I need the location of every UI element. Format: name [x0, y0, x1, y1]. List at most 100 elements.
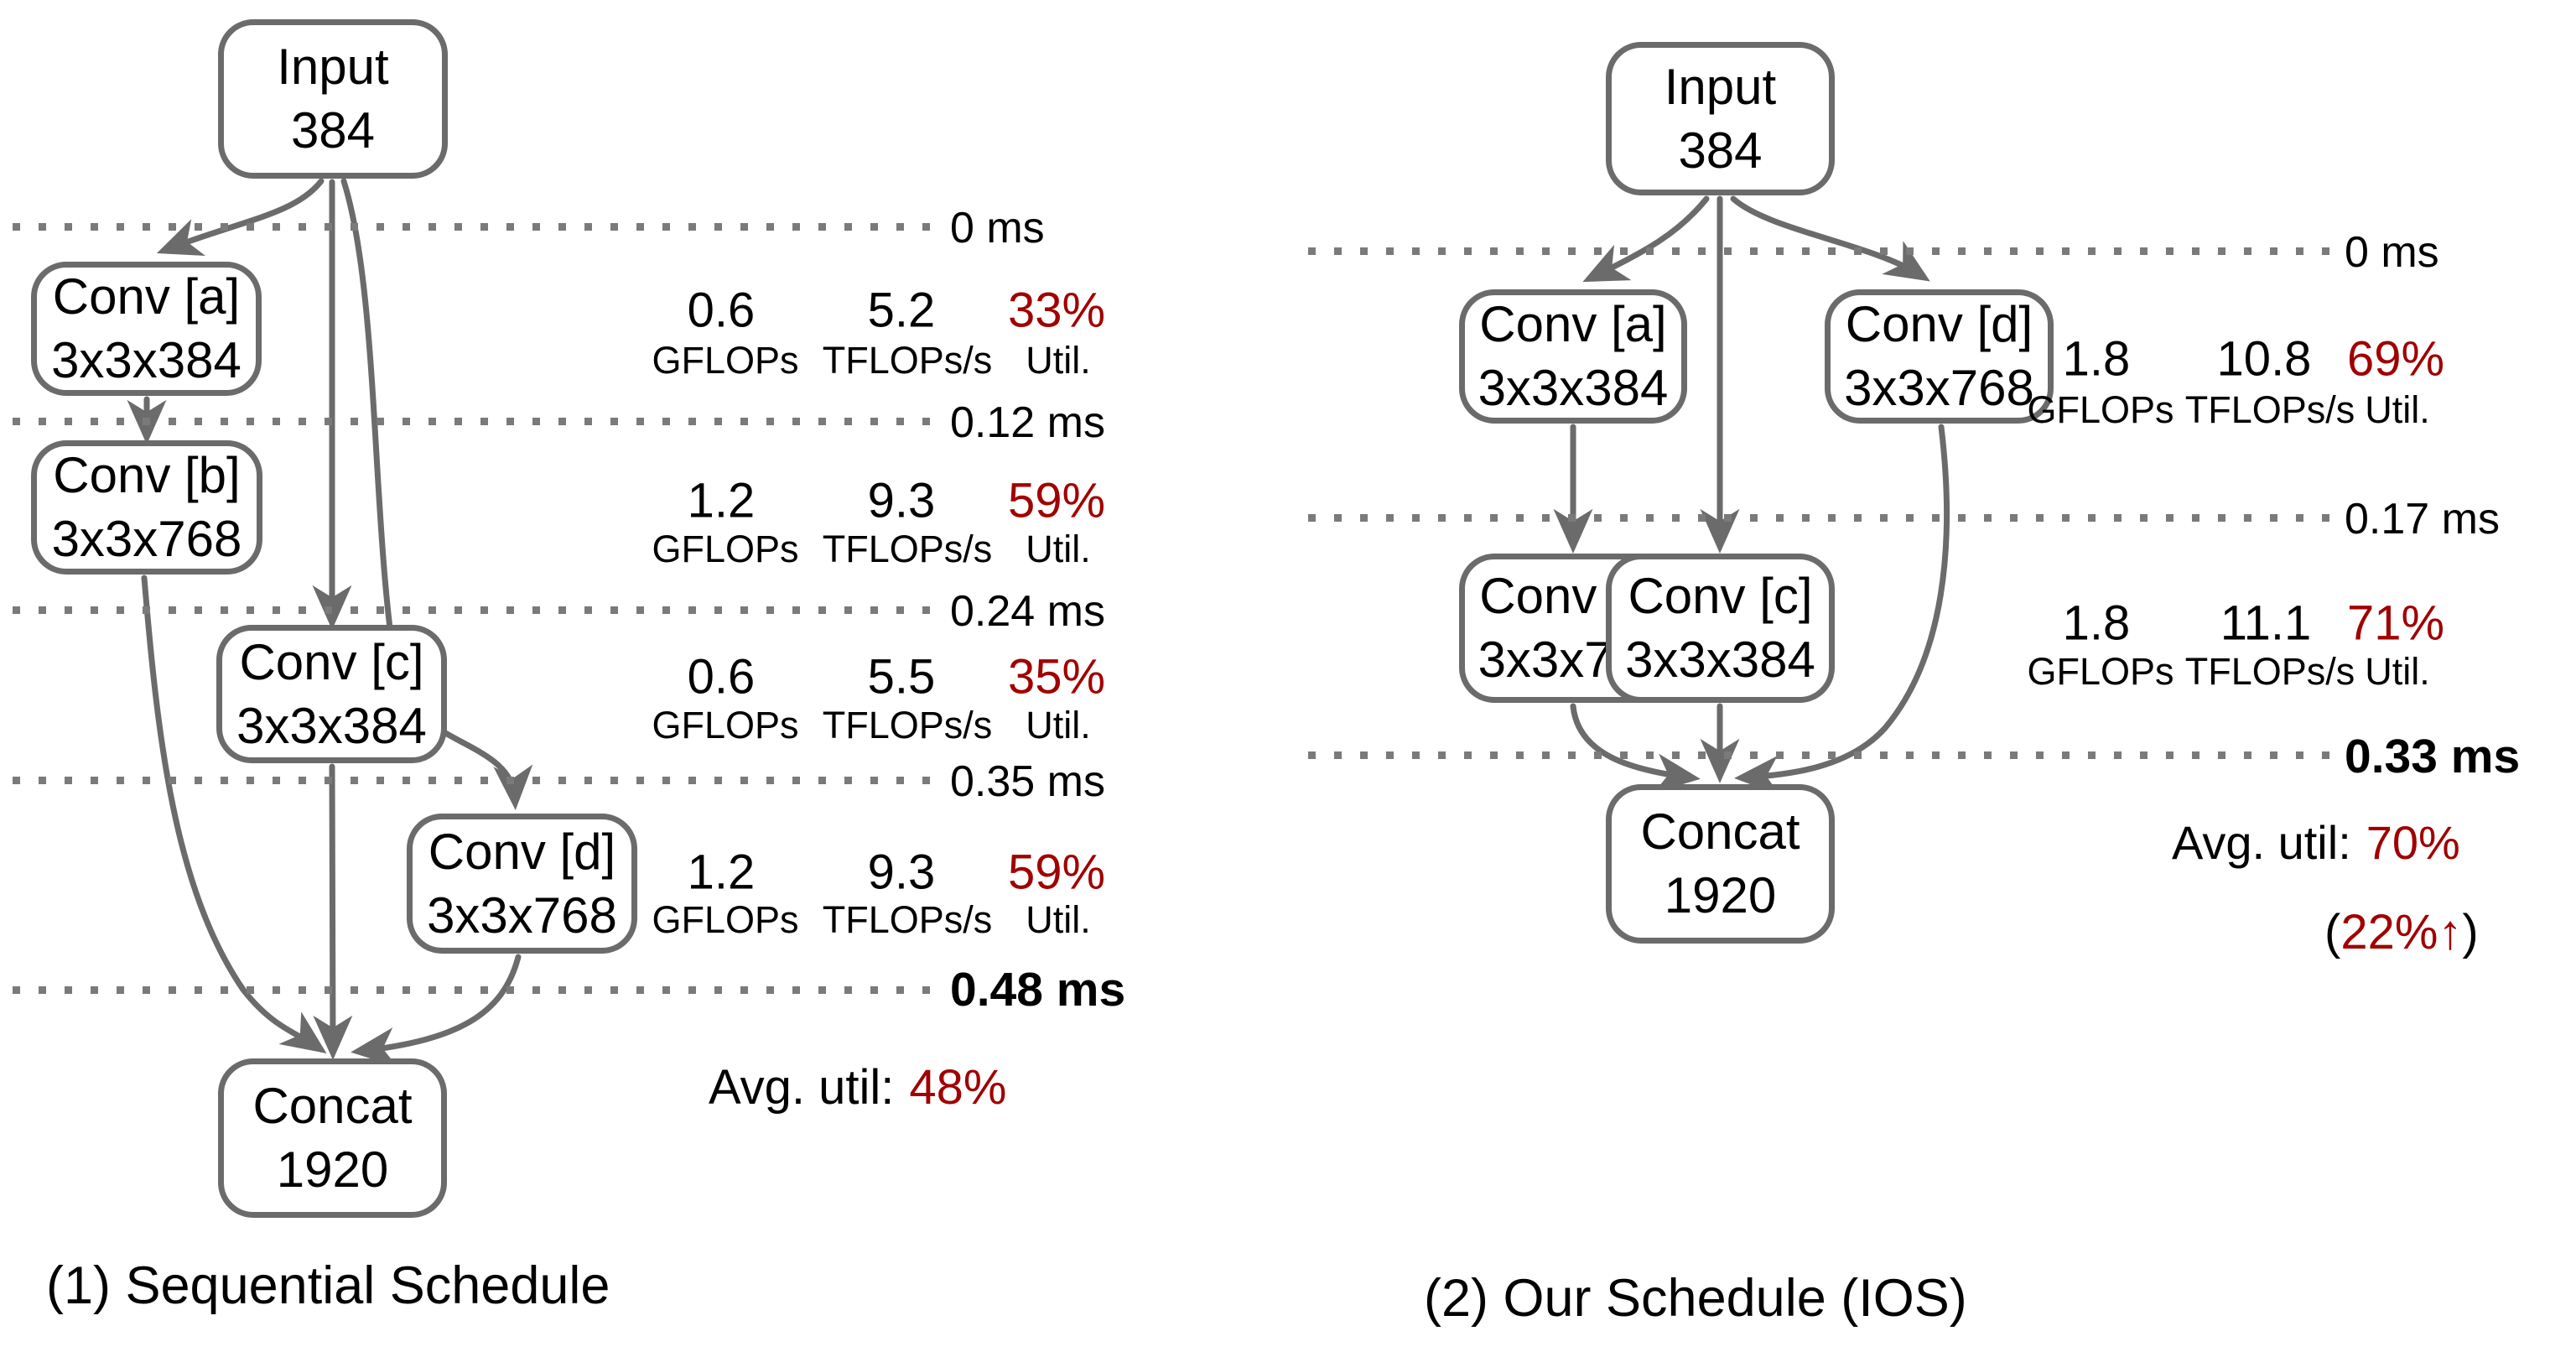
metric-gflops-value: 1.2 [687, 845, 756, 900]
node-title: Conv [c] [239, 633, 424, 690]
node-subtitle: 3x3x384 [1625, 632, 1815, 688]
node-subtitle: 3x3x384 [236, 697, 427, 754]
node-title: Conv [a] [52, 268, 241, 325]
node-title: Concat [1640, 803, 1800, 861]
avg-util-value: 48% [909, 1060, 1007, 1115]
timeline-line-017ms [1308, 514, 2333, 522]
timeline-label-033ms: 0.33 ms [2345, 730, 2521, 783]
edge-conv-c-to-concat [313, 763, 353, 1060]
metric-gflops-label: GFLOPs [652, 898, 799, 941]
edge-conv-b-to-concat [141, 575, 327, 1053]
timeline-line-033ms [1308, 751, 2333, 759]
metric-gflops-label: GFLOPs [652, 339, 799, 382]
metric-tflops-value: 9.3 [867, 845, 936, 900]
edge-conv-b2-to-concat2 [1570, 703, 1701, 793]
avg-util-label: Avg. util: [709, 1060, 895, 1115]
node-input: Input 384 [218, 19, 448, 179]
node-subtitle: 3x3x384 [51, 332, 242, 388]
avg-util-line: Avg. util: 70% [2172, 815, 2460, 870]
metric-tflops-value: 10.8 [2216, 331, 2312, 387]
metric-gflops-label: GFLOPs [652, 704, 799, 746]
metric-util-value: 59% [1007, 845, 1106, 900]
timeline-line-0ms [1308, 247, 2333, 255]
util-improvement: (22%↑) [2324, 904, 2479, 960]
node-subtitle: 384 [1678, 122, 1763, 179]
node-subtitle: 384 [290, 102, 376, 159]
avg-util-value: 70% [2366, 816, 2460, 869]
timeline-label-035ms: 0.35 ms [950, 757, 1105, 806]
node-conv-c: Conv [c] 3x3x384 [216, 625, 447, 763]
metric-util-value: 71% [2346, 595, 2445, 651]
timeline-label-017ms: 0.17 ms [2345, 495, 2500, 543]
edge-input2-to-conv-a2 [1582, 195, 1710, 283]
node-subtitle: 3x3x768 [1844, 360, 2034, 416]
node-conv-b: Conv [b] 3x3x768 [31, 440, 262, 575]
node-title: Conv [d] [1845, 296, 2033, 353]
timeline-label-012ms: 0.12 ms [950, 398, 1105, 447]
metric-tflops-label: TFLOPs/s [822, 898, 993, 941]
metric-tflops-label: TFLOPs/s [2184, 388, 2355, 431]
metric-gflops-value: 0.6 [687, 649, 756, 705]
node-conv-c: Conv [c] 3x3x384 [1606, 554, 1835, 703]
node-subtitle: 3x3x768 [427, 887, 617, 944]
edge-input2-to-conv-d2 [1730, 195, 1930, 282]
node-subtitle: 3x3x768 [51, 511, 242, 567]
metric-gflops-value: 1.8 [2062, 331, 2131, 387]
metric-gflops-value: 1.2 [687, 473, 756, 528]
metric-util-value: 35% [1007, 649, 1106, 705]
node-subtitle: 3x3x384 [1478, 360, 1669, 416]
metric-tflops-value: 5.5 [867, 649, 936, 705]
improvement-open-paren: ( [2324, 905, 2341, 959]
metric-util-value: 69% [2346, 331, 2445, 387]
timeline-label-0ms: 0 ms [2345, 228, 2439, 277]
metric-tflops-label: TFLOPs/s [822, 704, 993, 746]
metric-util-label: Util. [2365, 650, 2430, 693]
node-title: Conv [a] [1479, 296, 1667, 353]
node-conv-d: Conv [d] 3x3x768 [1825, 289, 2054, 424]
metric-util-label: Util. [2365, 388, 2430, 431]
metric-tflops-value: 5.2 [867, 283, 936, 338]
timeline-label-024ms: 0.24 ms [950, 587, 1105, 636]
avg-util-line: Avg. util: 48% [709, 1059, 1006, 1115]
metric-tflops-label: TFLOPs/s [822, 339, 993, 382]
node-title: Conv [c] [1628, 568, 1813, 625]
metric-util-label: Util. [1026, 898, 1091, 941]
metric-util-label: Util. [1026, 704, 1091, 746]
metric-gflops-value: 1.8 [2062, 595, 2131, 651]
metric-gflops-label: GFLOPs [2027, 650, 2174, 693]
metric-gflops-label: GFLOPs [652, 528, 799, 570]
metric-tflops-value: 9.3 [867, 473, 936, 528]
timeline-line-0ms [13, 223, 931, 231]
node-title: Input [277, 39, 389, 96]
node-subtitle: 1920 [1664, 867, 1777, 923]
panel-caption: (2) Our Schedule (IOS) [1424, 1269, 1967, 1328]
metric-gflops-label: GFLOPs [2027, 388, 2174, 431]
metric-tflops-label: TFLOPs/s [2184, 650, 2355, 693]
improvement-close-paren: ) [2462, 905, 2479, 959]
node-concat: Concat 1920 [1606, 784, 1835, 944]
edge-input-to-conv-a [156, 178, 325, 257]
timeline-line-012ms [13, 418, 931, 425]
metric-tflops-label: TFLOPs/s [822, 528, 993, 570]
node-input: Input 384 [1606, 42, 1835, 195]
metric-util-value: 59% [1007, 473, 1106, 528]
node-concat: Concat 1920 [218, 1058, 447, 1218]
metric-tflops-value: 11.1 [2220, 595, 2312, 651]
node-conv-a: Conv [a] 3x3x384 [31, 262, 262, 396]
node-title: Input [1664, 58, 1777, 115]
node-title: Concat [252, 1078, 413, 1135]
metric-util-value: 33% [1007, 283, 1106, 338]
improvement-value: 22%↑ [2340, 905, 2463, 959]
metric-util-label: Util. [1026, 528, 1091, 570]
timeline-line-048ms [13, 986, 931, 994]
avg-util-label: Avg. util: [2172, 816, 2351, 869]
timeline-label-048ms: 0.48 ms [950, 963, 1126, 1017]
timeline-line-024ms [13, 606, 931, 614]
node-conv-a: Conv [a] 3x3x384 [1459, 289, 1687, 424]
timeline-line-035ms [13, 777, 931, 784]
node-title: Conv [b] [53, 447, 241, 504]
metric-util-label: Util. [1026, 339, 1091, 382]
edge-conv-d-to-concat [351, 954, 522, 1067]
